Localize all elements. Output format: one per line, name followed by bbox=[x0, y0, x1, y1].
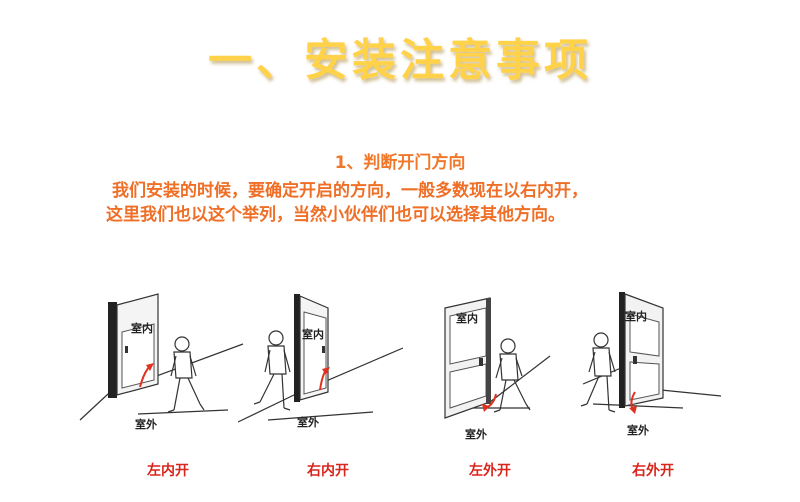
figure-right-inward: 室内 室外 右内开 bbox=[238, 272, 418, 492]
inside-label: 室内 bbox=[456, 312, 478, 325]
caption-right-outward: 右外开 bbox=[632, 463, 674, 479]
outside-label: 室外 bbox=[135, 418, 157, 431]
inside-label: 室内 bbox=[302, 328, 324, 341]
section-heading: 1、判断开门方向 bbox=[334, 153, 466, 173]
outside-label: 室外 bbox=[297, 416, 319, 429]
right-outward-illustration bbox=[580, 292, 722, 414]
outside-label: 室外 bbox=[627, 424, 649, 437]
caption-left-outward: 左外开 bbox=[469, 463, 511, 479]
left-inward-illustration bbox=[79, 293, 244, 421]
page-title: 一、安装注意事项 bbox=[208, 35, 592, 86]
caption-left-inward: 左内开 bbox=[147, 463, 189, 479]
figure-left-inward: 室内 室外 左内开 bbox=[78, 272, 258, 492]
figure-left-outward: 室内 室外 左外开 bbox=[400, 272, 580, 492]
inside-label: 室内 bbox=[625, 310, 647, 323]
instruction-paragraph: 我们安装的时候，要确定开启的方向，一般多数现在以右内开， 这里我们也以这个举列，… bbox=[106, 179, 756, 227]
inside-label: 室内 bbox=[131, 322, 153, 335]
figure-right-outward: 室内 室外 右外开 bbox=[563, 272, 743, 492]
caption-right-inward: 右内开 bbox=[307, 463, 349, 479]
outside-label: 室外 bbox=[465, 428, 487, 441]
paragraph-line-1: 我们安装的时候，要确定开启的方向，一般多数现在以右内开， bbox=[112, 181, 588, 201]
right-inward-illustration bbox=[238, 294, 404, 423]
left-outward-illustration bbox=[444, 297, 551, 419]
paragraph-line-2: 这里我们也以这个举列，当然小伙伴们也可以选择其他方向。 bbox=[106, 205, 565, 225]
